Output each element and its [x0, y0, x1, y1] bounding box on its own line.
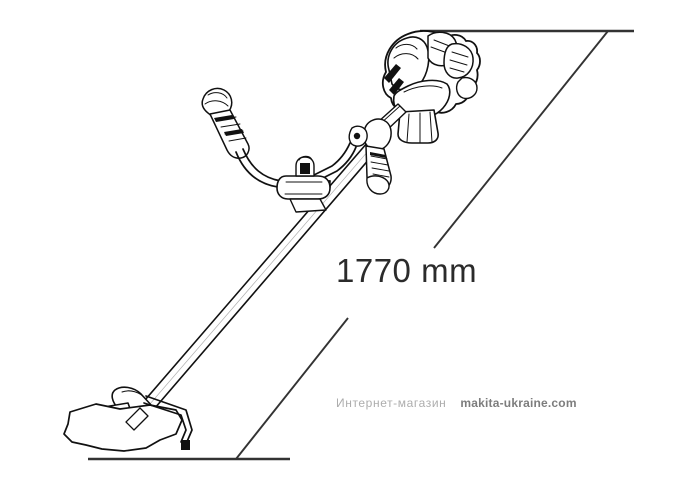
handlebar-right-arm-bottom: [304, 146, 357, 188]
watermark: Интернет-магазин makita-ukraine.com: [336, 396, 577, 410]
air-filter-housing: [443, 42, 474, 79]
right-grip-top: [363, 118, 392, 151]
dimension-leader-lower: [235, 317, 349, 460]
clamp-saddle: [289, 198, 327, 213]
right-grip: [348, 118, 392, 195]
machine-outline: [63, 30, 481, 452]
watermark-domain: makita-ukraine.com: [460, 396, 577, 410]
clamp-body: [276, 175, 331, 200]
throttle-trigger: [366, 175, 390, 195]
head-shaft-joint: [125, 407, 149, 431]
guard-arm-tip: [181, 440, 190, 450]
fuel-tank: [397, 109, 439, 144]
cutting-head-assembly: [63, 386, 193, 452]
guard-shield: [63, 403, 183, 452]
guard-arm-inner: [143, 402, 187, 443]
drive-shaft: [125, 127, 390, 431]
dimension-lines: [88, 29, 634, 461]
engine-knob: [455, 76, 478, 100]
guard-arm-outer: [145, 395, 193, 445]
watermark-shop-label: Интернет-магазин: [336, 396, 447, 410]
left-grip-label: [214, 115, 234, 122]
handle-clamp: [276, 155, 331, 213]
engine-unit: [377, 30, 481, 144]
dimension-label: 1770 mm: [336, 252, 478, 289]
engine-label: [384, 64, 401, 83]
left-grip: [201, 87, 250, 159]
handlebar-right-arm-top: [299, 142, 351, 183]
dimension-leader-upper: [433, 30, 609, 249]
